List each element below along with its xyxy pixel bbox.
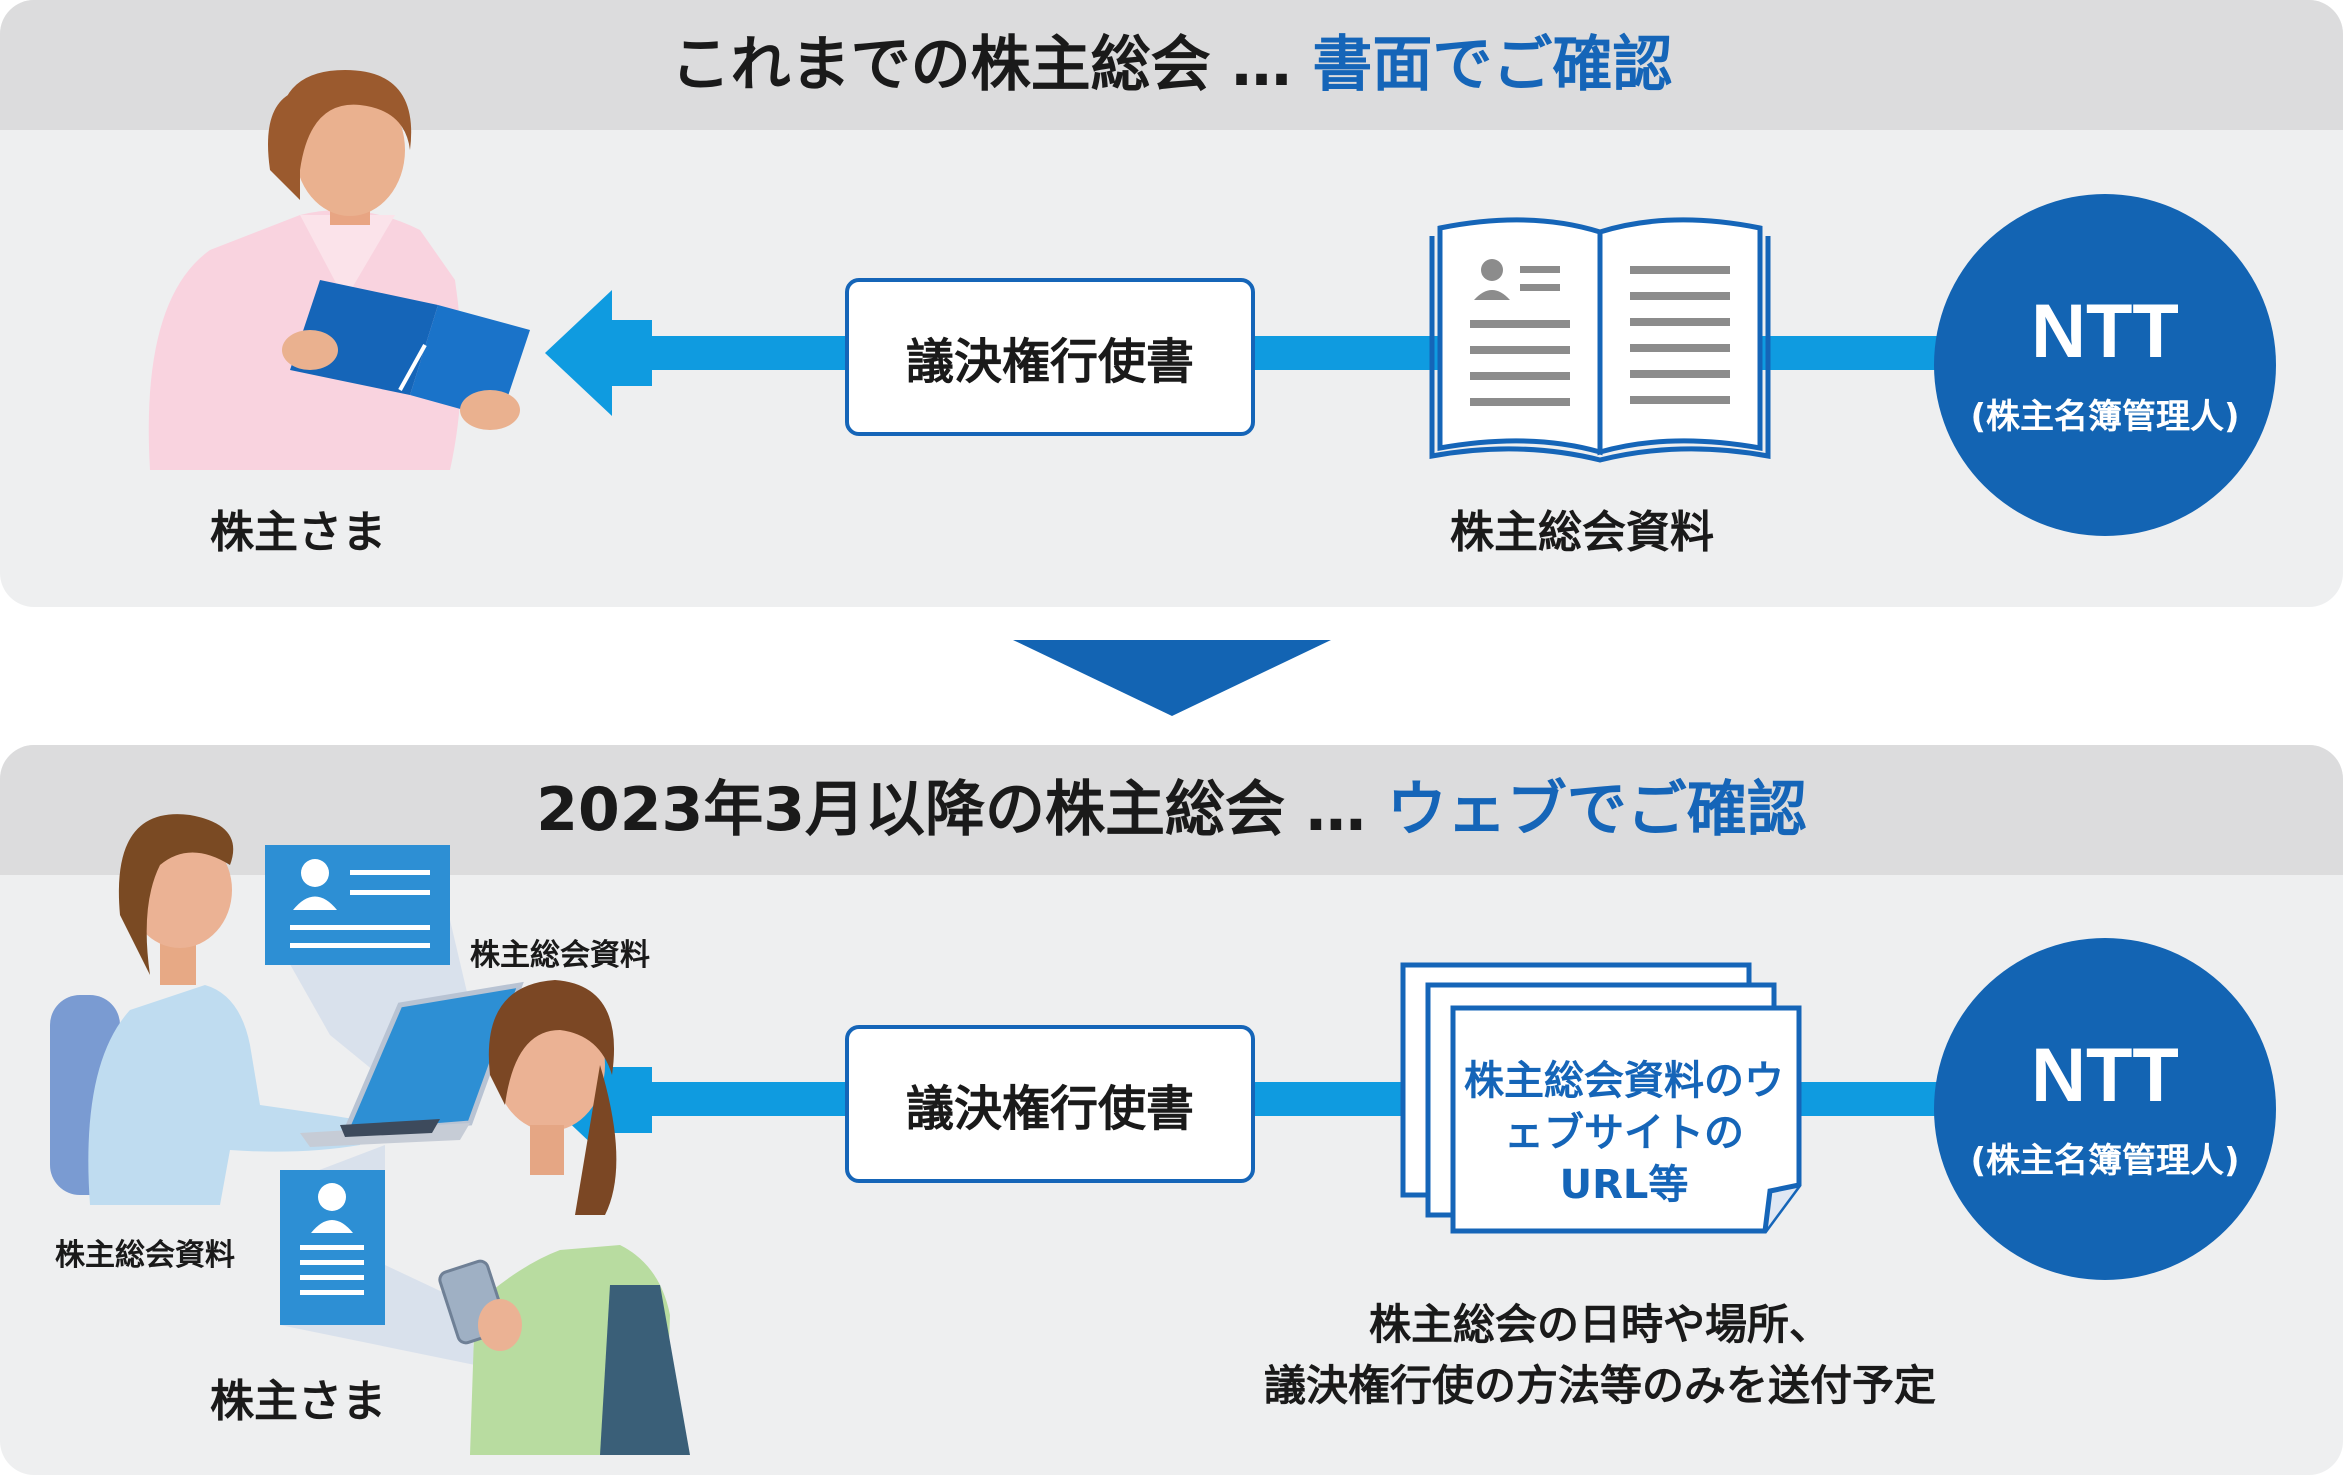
shareholder-label: 株主さま [210,1376,386,1427]
mailing-note-line-2: 議決権行使の方法等のみを送付予定 [1263,1360,1936,1410]
ntt-name: NTT [2031,288,2179,374]
ntt-role: (株主名簿管理人) [1970,1141,2240,1182]
panel-title: これまでの株主総会 … 書面でご確認 [0,0,2343,130]
title-accent: 書面でご確認 [1312,30,1673,100]
title-text: 2023年3月以降の株主総会 … [536,775,1387,845]
title-text: これまでの株主総会 … [670,30,1313,100]
ntt-registrar-circle: NTT (株主名簿管理人) [1934,194,2276,536]
top-flow-graphics [148,70,1990,470]
title-accent: ウェブでご確認 [1386,775,1807,845]
profile-card-icon [280,1145,475,1365]
shareholder-laptop-illustration [50,814,524,1205]
website-url-document-text: 株主総会資料のウェブサイトのURL等 [1464,1058,1784,1208]
traditional-meeting-panel: これまでの株主総会 … 書面でご確認 [0,0,2343,607]
panel-title: 2023年3月以降の株主総会 … ウェブでご確認 [0,745,2343,875]
shareholder-reading-illustration [148,70,530,470]
laptop-material-label: 株主総会資料 [470,938,650,973]
web-meeting-panel: 2023年3月以降の株主総会 … ウェブでご確認 [0,745,2343,1475]
shareholder-phone-illustration [438,980,690,1455]
open-book-icon [1429,217,1771,463]
ntt-registrar-circle: NTT (株主名簿管理人) [1934,938,2276,1280]
meeting-material-label: 株主総会資料 [1450,507,1714,558]
flow-line [640,336,1990,370]
phone-material-label: 株主総会資料 [55,1238,235,1273]
proxy-voting-form-box: 議決権行使書 [845,278,1255,436]
proxy-voting-form-box: 議決権行使書 [845,1025,1255,1183]
ntt-role: (株主名簿管理人) [1970,397,2240,438]
document-stack-icon [1400,962,1802,1234]
proxy-voting-form-label: 議決権行使書 [905,1081,1194,1137]
mailing-note-line-1: 株主総会の日時や場所、 [1368,1300,1831,1349]
shareholder-label: 株主さま [210,507,386,558]
down-arrow-icon [1013,640,1331,716]
proxy-voting-form-label: 議決権行使書 [905,334,1194,390]
laptop-icon [300,981,524,1147]
ntt-name: NTT [2031,1032,2179,1118]
left-arrow-icon [545,290,612,416]
bottom-flow-graphics [50,814,1990,1455]
mailing-note: 株主総会の日時や場所、 議決権行使の方法等のみを送付予定 [1210,1295,1990,1417]
